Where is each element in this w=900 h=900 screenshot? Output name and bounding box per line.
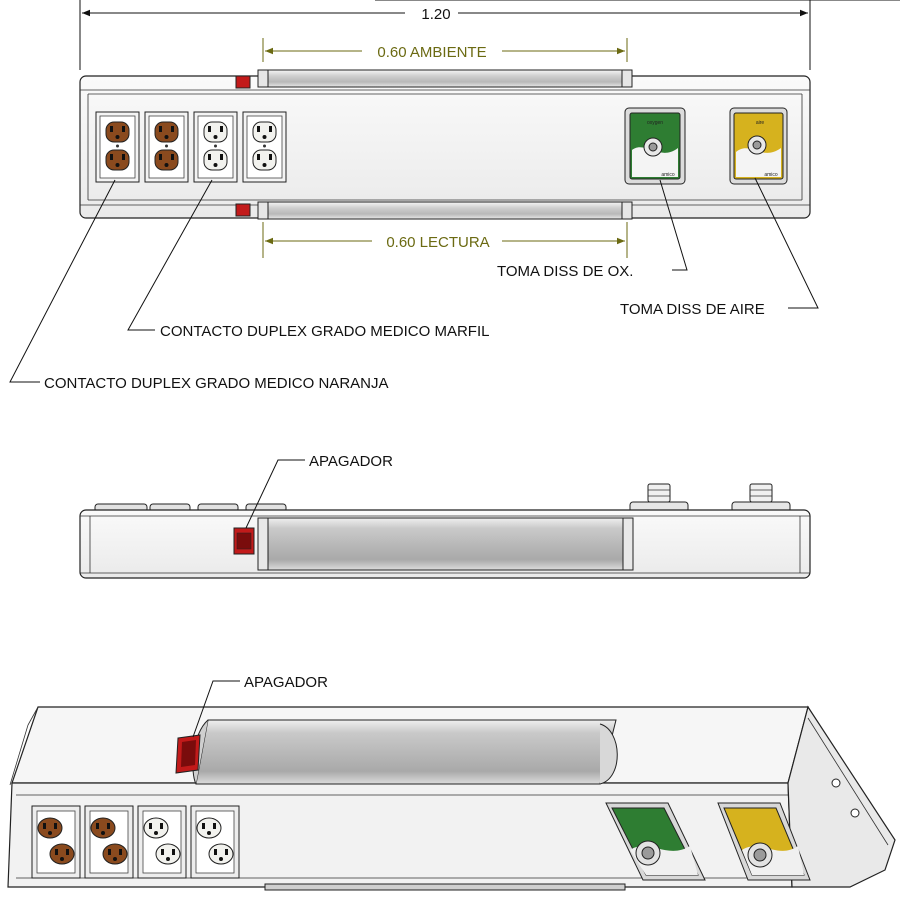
ambient-switch: [235, 75, 251, 89]
label-oxygen-outlet: TOMA DISS DE OX.: [497, 263, 633, 280]
air-panel-brand: amico: [764, 172, 778, 178]
dim-ambient: 0.60 AMBIENTE: [377, 44, 486, 61]
front-view: 1.20 0.60 AMBIENTE 0.60 LECTURA: [9, 0, 900, 392]
headwall-body-front: [79, 75, 811, 219]
orange-duplex-receptacle-front: [95, 111, 140, 183]
iso-lamp: [195, 719, 617, 785]
iso-air-outlet: [717, 802, 811, 881]
ambient-lamp: [257, 69, 633, 88]
label-orange-outlet: CONTACTO DUPLEX GRADO MEDICO NARANJA: [44, 375, 389, 392]
label-switch-side: APAGADOR: [309, 453, 393, 470]
oxygen-fitting-top: [629, 483, 689, 513]
side-view: APAGADOR: [79, 453, 811, 579]
ivory-duplex-receptacle-iso: [190, 805, 240, 879]
air-panel-label: aire: [756, 120, 765, 126]
dim-total: 1.20: [421, 6, 450, 23]
isometric-view: APAGADOR: [7, 674, 896, 891]
side-lamp: [257, 517, 634, 571]
air-fitting-top: [731, 483, 791, 513]
ivory-duplex-receptacle-front: [193, 111, 238, 183]
oxygen-panel-label: oxygen: [647, 120, 663, 126]
air-outlet-panel: aire amico: [729, 107, 788, 185]
reading-switch: [235, 203, 251, 217]
label-ivory-outlet: CONTACTO DUPLEX GRADO MEDICO MARFIL: [160, 323, 489, 340]
dim-reading: 0.60 LECTURA: [386, 234, 489, 251]
oxygen-panel-brand: amico: [661, 172, 675, 178]
oxygen-outlet-panel: oxygen amico: [624, 107, 686, 185]
ivory-duplex-receptacle-front: [242, 111, 287, 183]
orange-duplex-receptacle-iso: [84, 805, 134, 879]
orange-duplex-receptacle-iso: [31, 805, 81, 879]
orange-duplex-receptacle-front: [144, 111, 189, 183]
label-air-outlet: TOMA DISS DE AIRE: [620, 301, 765, 318]
reading-lamp: [257, 201, 633, 220]
label-switch-iso: APAGADOR: [244, 674, 328, 691]
iso-oxygen-outlet: [605, 802, 706, 881]
ivory-duplex-receptacle-iso: [137, 805, 187, 879]
